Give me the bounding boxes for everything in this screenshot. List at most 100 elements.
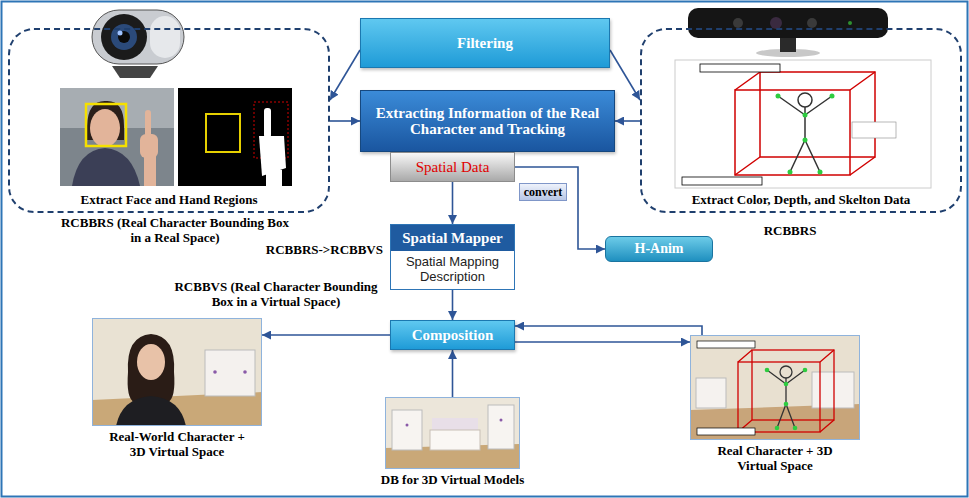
picture-caption: DB for 3D Virtual Models xyxy=(353,473,553,488)
output-box: H-Anim xyxy=(605,236,713,262)
real-world-photo xyxy=(92,318,262,426)
composited-skeleton-picture xyxy=(793,426,798,431)
box-body-text: Spatial Mapping Description xyxy=(391,251,514,289)
webcam-picture xyxy=(150,16,180,58)
skeleton-picture xyxy=(778,96,832,172)
flow-arrow xyxy=(330,50,360,100)
kinect-picture xyxy=(780,36,796,52)
composited-skeleton-picture xyxy=(784,402,789,407)
flow-arrow xyxy=(515,341,690,343)
process-box: Composition xyxy=(390,320,515,350)
skeleton-picture xyxy=(675,60,931,188)
db-room-picture xyxy=(385,397,520,469)
flow-arrow xyxy=(330,120,360,122)
picture-caption: Real-World Character + 3D Virtual Space xyxy=(103,430,251,460)
webcam-picture xyxy=(118,31,123,36)
kinect-picture xyxy=(733,18,743,28)
flow-arrow xyxy=(452,290,454,320)
db-room-picture xyxy=(392,410,422,450)
flow-arrow xyxy=(515,167,605,249)
kinect-picture xyxy=(807,18,817,28)
picture-frame: Real Character + 3D Virtual Space xyxy=(690,335,860,440)
composited-skeleton-picture xyxy=(738,350,834,432)
real-world-photo xyxy=(92,318,262,426)
skeleton-picture xyxy=(803,138,808,143)
db-room-picture xyxy=(385,397,520,469)
face-hand-screenshot xyxy=(178,88,292,186)
skeleton-picture xyxy=(675,60,931,188)
flow-arrow xyxy=(452,350,454,397)
flow-arrow xyxy=(262,334,390,336)
composited-skeleton-picture xyxy=(812,372,854,408)
real-world-photo xyxy=(116,396,186,426)
annotation-label: RCBBRS xyxy=(745,224,835,239)
skeleton-picture xyxy=(803,113,808,118)
db-room-picture xyxy=(488,405,514,449)
picture-frame: DB for 3D Virtual Models xyxy=(385,397,520,469)
box-label: Filtering xyxy=(457,35,513,52)
box-label: H-Anim xyxy=(635,241,684,256)
picture-frame: Real-World Character + 3D Virtual Space xyxy=(92,318,262,426)
face-hand-screenshot xyxy=(145,110,151,138)
dashed-region: Extract Color, Depth, and Skelton Data xyxy=(640,28,962,213)
composited-skeleton-picture xyxy=(784,382,789,387)
skeleton-picture xyxy=(852,122,896,138)
box-label: Spatial Mapper xyxy=(391,225,514,251)
face-hand-screenshot xyxy=(140,134,158,158)
kinect-picture xyxy=(848,21,852,25)
annotation-label: RCBBRS (Real Character Bounding Box in a… xyxy=(55,216,295,246)
flow-arrow xyxy=(615,120,640,122)
region-caption: Extract Face and Hand Regions xyxy=(16,193,322,208)
skeleton-picture xyxy=(830,94,835,99)
skeleton-picture xyxy=(798,93,812,107)
region-caption: Extract Color, Depth, and Skelton Data xyxy=(648,193,954,208)
composited-skeleton-picture xyxy=(765,368,770,373)
annotation-label: RCBBRS->RCBBVS xyxy=(228,243,383,258)
real-world-photo xyxy=(213,370,217,374)
kinect-picture xyxy=(688,8,888,38)
skeleton-picture xyxy=(776,94,781,99)
composited-skeleton-picture xyxy=(803,368,808,373)
real-world-photo xyxy=(205,350,255,396)
skeleton-picture xyxy=(682,177,762,185)
face-hand-screenshot xyxy=(60,88,292,186)
face-hand-screenshot xyxy=(86,104,126,146)
annotation-label: RCBBVS (Real Character Bounding Box in a… xyxy=(165,280,387,310)
webcam-picture xyxy=(92,10,184,64)
webcam-picture xyxy=(118,31,130,43)
edge-label: convert xyxy=(519,183,567,201)
db-room-picture xyxy=(406,424,409,427)
composited-skeleton-picture xyxy=(697,428,755,435)
db-room-picture xyxy=(500,419,503,422)
real-world-photo xyxy=(92,392,262,426)
skeleton-picture xyxy=(818,170,823,175)
composited-skeleton-picture xyxy=(697,341,755,348)
face-hand-screenshot xyxy=(72,148,140,186)
skeleton-picture xyxy=(700,64,780,72)
composited-skeleton-picture xyxy=(775,426,780,431)
flow-arrow xyxy=(452,182,454,224)
face-hand-screenshot xyxy=(266,170,282,186)
picture-caption: Real Character + 3D Virtual Space xyxy=(710,444,840,474)
composited-skeleton-picture xyxy=(767,370,805,428)
composited-skeleton-picture xyxy=(696,378,726,408)
face-hand-screenshot xyxy=(264,108,271,138)
dashed-region: Extract Face and Hand Regions xyxy=(8,28,330,213)
kinect-picture xyxy=(688,8,888,57)
real-world-photo xyxy=(243,370,247,374)
composited-skeleton-picture xyxy=(780,366,792,378)
real-world-photo xyxy=(137,344,165,380)
process-box: Filtering xyxy=(360,18,610,68)
real-world-photo xyxy=(128,334,175,402)
box-label: Extracting Information of the Real Chara… xyxy=(367,105,608,138)
flow-arrow xyxy=(515,326,702,335)
face-hand-screenshot xyxy=(206,114,240,152)
box-label: Composition xyxy=(412,327,494,344)
composited-skeleton-picture xyxy=(690,335,860,440)
data-box: Spatial Data xyxy=(390,152,515,182)
webcam-picture xyxy=(112,66,158,78)
process-box: Spatial MapperSpatial Mapping Descriptio… xyxy=(390,224,515,290)
db-room-picture xyxy=(430,430,480,450)
face-hand-screenshot xyxy=(90,109,120,147)
